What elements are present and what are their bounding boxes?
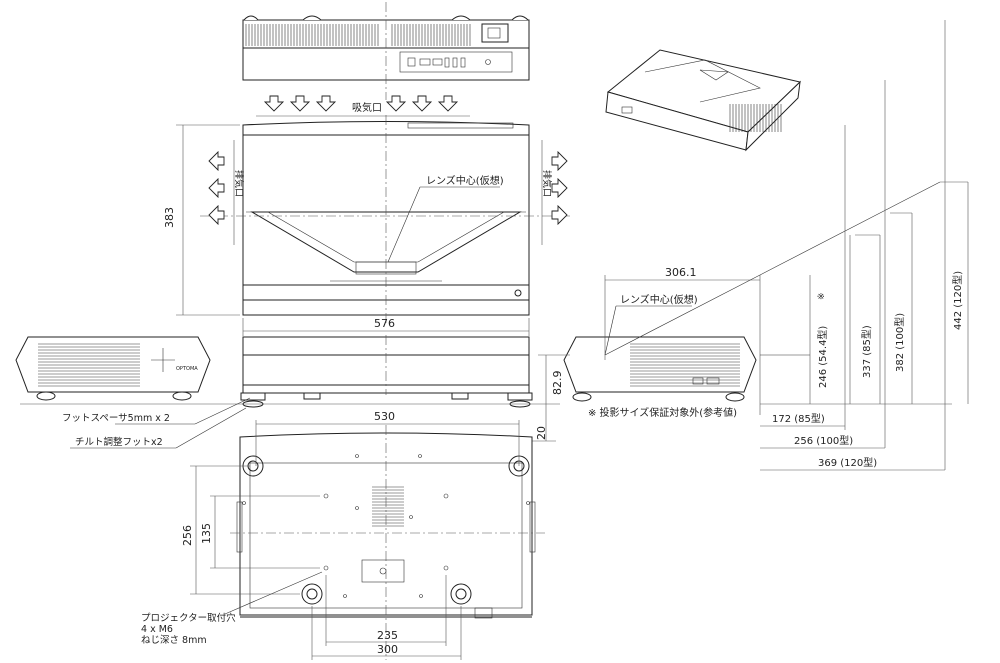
left-vent-grille	[38, 343, 140, 387]
rear-panel-view	[242, 2, 530, 100]
top-view	[200, 115, 570, 325]
dim-306-1: 306.1	[665, 266, 697, 279]
dim-383: 383	[163, 207, 176, 228]
intake-arrows	[263, 95, 459, 112]
mount-holes-label-2: 4 x M6	[141, 624, 173, 635]
exhaust-label-left: 排気口	[233, 170, 245, 197]
bottom-vent-grille	[372, 486, 404, 527]
dim-172-85: 172 (85型)	[772, 412, 825, 425]
dim-256-bottom: 256	[181, 525, 194, 546]
dim-256-100: 256 (100型)	[794, 434, 853, 447]
lens-center-label-top: レンズ中心(仮想)	[426, 174, 504, 187]
dim-442-120: 442 (120型)	[951, 271, 964, 330]
dim-135: 135	[200, 523, 213, 544]
exhaust-arrows-left	[208, 150, 225, 226]
dim-337-85: 337 (85型)	[860, 325, 873, 378]
dim-20: 20	[535, 426, 548, 440]
dim-530: 530	[374, 410, 395, 423]
dim-576: 576	[374, 317, 395, 330]
left-side-view: OPTOMA	[15, 336, 211, 401]
mount-holes-label-3: ねじ深さ 8mm	[141, 635, 207, 646]
front-view	[240, 335, 533, 408]
brand-logo: OPTOMA	[176, 366, 198, 372]
note-text: ※ 投影サイズ保証対象外(参考値)	[588, 406, 737, 419]
screen-size-dimensions	[760, 20, 969, 471]
dim-82-9: 82.9	[551, 371, 564, 396]
dim-300: 300	[377, 643, 398, 656]
lens-center-label-side: レンズ中心(仮想)	[620, 293, 698, 306]
io-ports	[399, 51, 513, 73]
isometric-view	[605, 49, 802, 152]
dim-235: 235	[377, 629, 398, 642]
foot-spacer-label: フットスペーサ5mm x 2	[62, 413, 170, 424]
dim-382-100: 382 (100型)	[893, 313, 906, 372]
exhaust-label-right: 排気口	[541, 170, 553, 197]
mount-holes-label-1: プロジェクター取付穴	[141, 612, 236, 624]
dim-246-54-4: 246 (54.4型)	[816, 326, 829, 388]
intake-label: 吸気口	[352, 101, 382, 114]
dim-369-120: 369 (120型)	[818, 456, 877, 469]
asterisk-mark: ※	[817, 292, 827, 300]
rear-vent-grille	[245, 24, 471, 46]
bottom-view	[230, 425, 545, 660]
right-side-view	[563, 336, 757, 402]
right-vent-grille	[630, 343, 740, 387]
tilt-foot-label: チルト調整フットx2	[75, 436, 163, 448]
exhaust-arrows-right	[551, 150, 568, 226]
iso-vent-grille	[729, 104, 782, 132]
